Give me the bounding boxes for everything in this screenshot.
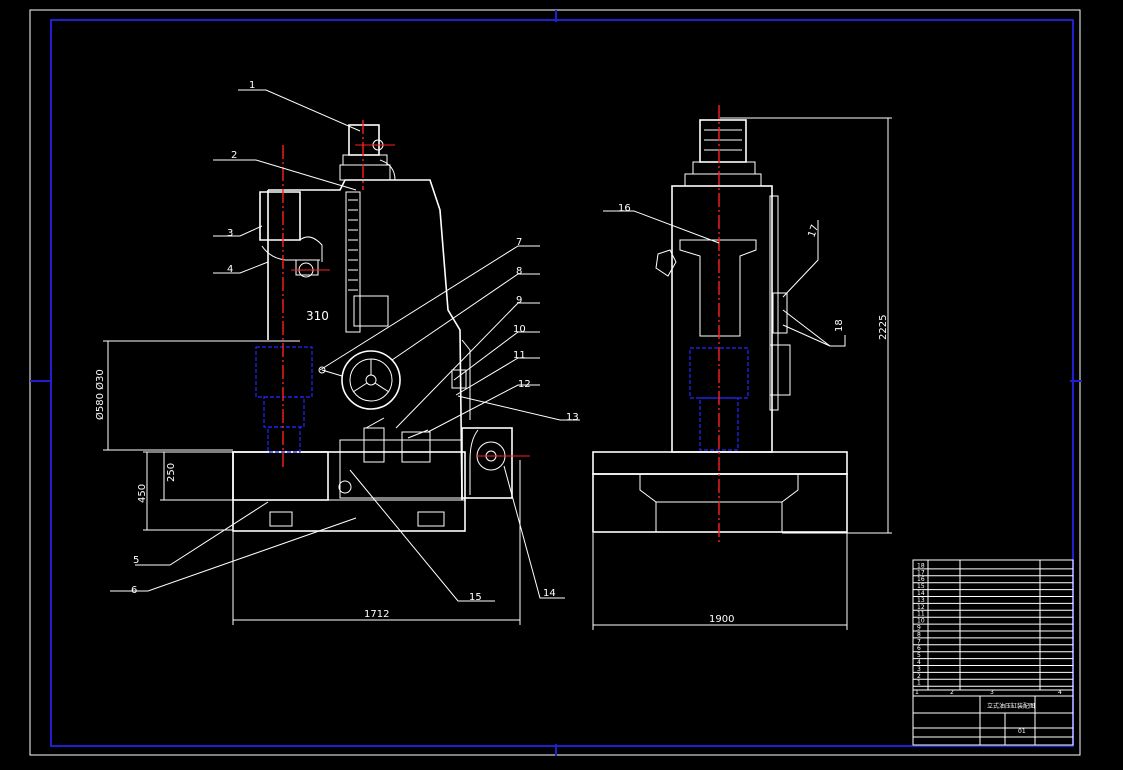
side-motor-top — [699, 119, 747, 163]
callout-1: 1 — [249, 80, 255, 91]
front-leaders — [110, 89, 580, 602]
callout-7: 7 — [516, 237, 522, 248]
dim-1900: 1900 — [709, 614, 734, 625]
parts-row-number: 6 — [917, 645, 921, 652]
parts-header-number: 2 — [950, 689, 954, 696]
callout-18: 18 — [834, 319, 845, 332]
dim-450: 450 — [137, 484, 148, 503]
parts-row-number: 11 — [917, 611, 925, 618]
callout-2: 2 — [231, 150, 237, 161]
callout-15: 15 — [469, 592, 482, 603]
dim-2225: 2225 — [878, 315, 889, 340]
callout-8: 8 — [516, 266, 522, 277]
callout-17: 17 — [806, 223, 821, 239]
parts-row-number: 16 — [917, 576, 925, 583]
callout-12: 12 — [518, 379, 531, 390]
parts-row-number: 10 — [917, 618, 925, 625]
parts-row-number: 18 — [917, 562, 925, 569]
callout-14: 14 — [543, 588, 556, 599]
dim-1712: 1712 — [364, 609, 389, 620]
title-block — [912, 689, 1074, 746]
callout-6: 6 — [131, 585, 137, 596]
parts-row-number: 15 — [917, 583, 925, 590]
parts-row-number: 9 — [917, 625, 921, 632]
front-dimensions — [103, 340, 521, 625]
callout-10: 10 — [513, 324, 526, 335]
parts-row-number: 8 — [917, 631, 921, 638]
side-leaders — [603, 210, 846, 347]
parts-header-number: 3 — [990, 689, 994, 696]
handwheel — [318, 350, 401, 410]
parts-row-number: 13 — [917, 597, 925, 604]
dim-310: 310 — [306, 309, 329, 323]
parts-row-number: 4 — [917, 659, 921, 666]
callout-13: 13 — [566, 412, 579, 423]
parts-row-number: 12 — [917, 604, 925, 611]
side-motor — [461, 427, 513, 499]
parts-row-number: 1 — [917, 680, 921, 687]
centering-marks — [30, 10, 1082, 756]
callout-9: 9 — [516, 295, 522, 306]
sheet-number: 01 — [1018, 728, 1026, 735]
work-table — [232, 451, 329, 501]
parts-row-number: 5 — [917, 652, 921, 659]
parts-row-number: 7 — [917, 638, 921, 645]
drawing-title: 立式油压缸装配图 — [987, 702, 1035, 710]
front-view — [103, 89, 580, 625]
side-view — [592, 105, 892, 630]
callout-5: 5 — [133, 555, 139, 566]
callout-3: 3 — [227, 228, 233, 239]
parts-header-number: 1 — [915, 689, 919, 696]
inner-frame — [50, 19, 1074, 747]
callout-11: 11 — [513, 350, 526, 361]
parts-list — [912, 559, 1074, 691]
parts-row-number: 17 — [917, 569, 925, 576]
parts-header-number: 4 — [1058, 689, 1062, 696]
parts-row-number: 2 — [917, 673, 921, 680]
parts-row-number: 14 — [917, 590, 925, 597]
parts-row-number: 3 — [917, 666, 921, 673]
callout-16: 16 — [618, 203, 631, 214]
side-dimensions — [592, 117, 892, 630]
dim-250: 250 — [166, 463, 177, 482]
dim-580: Ø580 Ø30 — [94, 369, 106, 420]
spindle — [255, 346, 313, 453]
callout-4: 4 — [227, 264, 233, 275]
